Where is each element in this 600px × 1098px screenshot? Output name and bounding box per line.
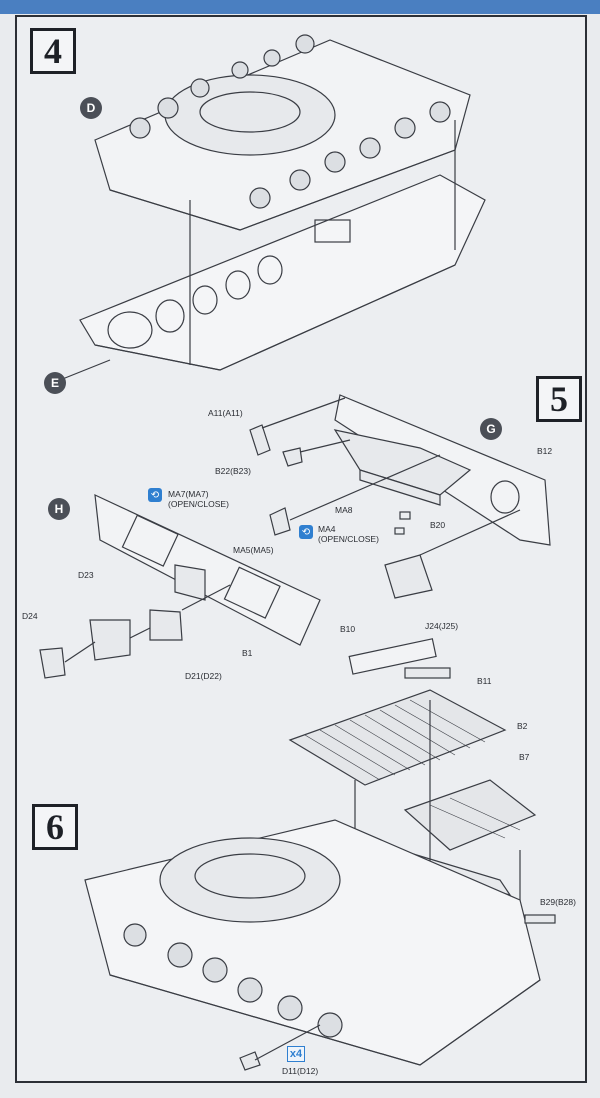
part-ma5 [269,507,291,536]
front-plate-b1 [94,494,321,646]
label-d21: D21(D22) [185,671,222,681]
marker-g: G [480,418,502,440]
marker-d: D [80,97,102,119]
marker-e: E [44,372,66,394]
label-ma4: MA4 (OPEN/CLOSE) [318,524,379,544]
part-a11 [249,424,271,456]
page-top-edge [0,0,600,14]
label-a11: A11(A11) [208,408,243,418]
label-ma7: MA7(MA7) (OPEN/CLOSE) [168,489,229,509]
label-ma8: MA8 [335,505,353,515]
part-d24 [39,647,66,679]
roadwheels-step6 [123,923,343,1038]
stowage-box-ma [333,429,472,506]
part-d21-upper [174,564,206,601]
step-number-4: 4 [30,28,76,74]
label-b10: B10 [340,624,356,634]
part-b22 [282,447,303,467]
label-b20: B20 [430,520,446,530]
engine-deck-b2 [288,689,507,786]
label-b11: B11 [477,676,492,686]
label-d11: D11(D12) [282,1066,319,1076]
label-d24: D24 [22,611,38,621]
part-j24 [384,554,433,599]
part-ma8 [399,511,411,520]
part-b29 [524,914,556,924]
part-ma4 [394,527,405,535]
label-j24: J24(J25) [425,621,459,631]
part-d21 [149,609,183,641]
part-d23 [89,619,131,661]
label-d23: D23 [78,570,94,580]
label-ma7-code: MA7(MA7) [168,489,209,499]
label-b12: B12 [537,446,553,456]
part-b10 [348,638,437,675]
label-b2: B2 [517,721,528,731]
step-number-5: 5 [536,376,582,422]
marker-h: H [48,498,70,520]
open-close-icon: ⟲ [299,525,313,539]
rear-deck-b7 [403,779,537,851]
assembled-hull-step6 [84,819,541,1066]
label-b29: B29(B28) [540,897,576,907]
step-number-6: 6 [32,804,78,850]
upper-hull-step4 [94,39,471,231]
quantity-x4-badge: x4 [287,1046,305,1062]
roadwheels-step4 [129,34,451,209]
label-ma5: MA5(MA5) [233,545,274,555]
label-b22: B22(B23) [215,466,251,476]
label-ma4-note: (OPEN/CLOSE) [318,534,379,544]
open-close-icon: ⟲ [148,488,162,502]
lower-hull-step4 [79,174,486,371]
label-ma4-code: MA4 [318,524,336,534]
part-b11 [404,667,451,679]
label-ma7-note: (OPEN/CLOSE) [168,499,229,509]
label-b1: B1 [242,648,253,658]
part-d11 [239,1051,261,1071]
label-b7: B7 [519,752,530,762]
